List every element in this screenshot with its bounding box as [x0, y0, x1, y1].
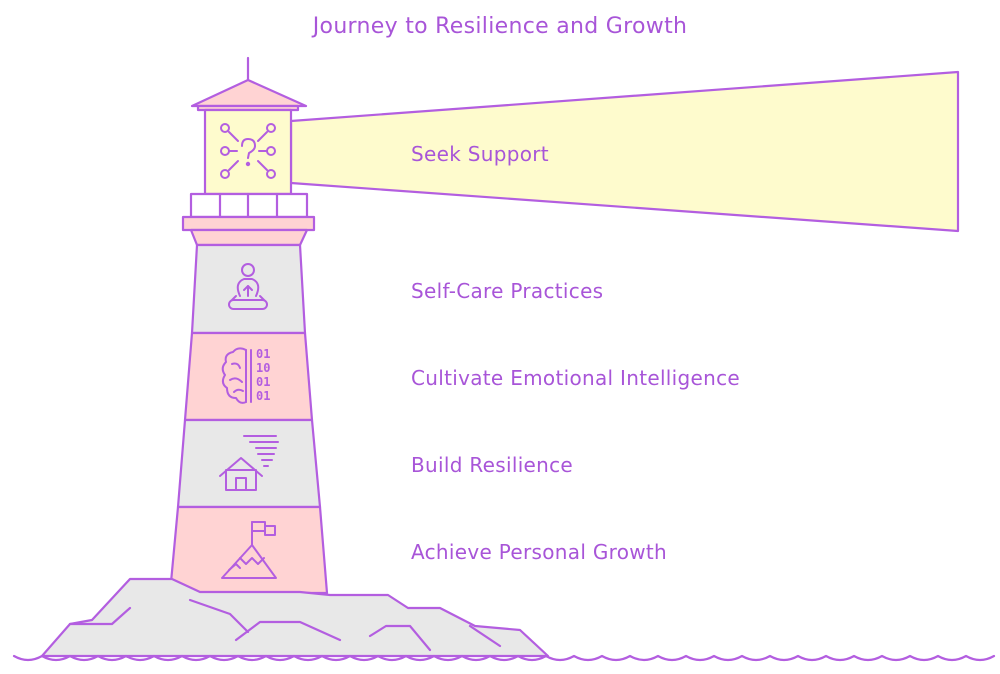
tower-neck [189, 228, 309, 247]
lighthouse-roof [190, 78, 308, 108]
sea-waves [12, 654, 996, 662]
meditation-icon [228, 263, 268, 310]
brain-binary-icon: 01 10 01 01 [221, 347, 270, 404]
mountain-flag-icon [221, 521, 277, 579]
house-storm-icon [219, 435, 279, 491]
label-cultivate-emotional-intelligence: Cultivate Emotional Intelligence [411, 366, 740, 390]
svg-text:01: 01 [256, 375, 270, 389]
diagram-title: Journey to Resilience and Growth [312, 14, 688, 39]
tower-band-emotional-intelligence [183, 331, 314, 422]
light-beam [289, 70, 960, 233]
svg-text:10: 10 [256, 361, 270, 375]
svg-text:01: 01 [256, 389, 270, 403]
rocks [40, 577, 550, 658]
network-question-icon [220, 123, 276, 179]
label-self-care-practices: Self-Care Practices [411, 279, 604, 303]
label-achieve-personal-growth: Achieve Personal Growth [411, 540, 668, 564]
gallery-deck [181, 215, 316, 232]
label-build-resilience: Build Resilience [411, 453, 574, 477]
label-seek-support: Seek Support [411, 142, 549, 166]
lantern-room [203, 108, 293, 196]
tower-band-resilience [176, 418, 322, 509]
svg-text:01: 01 [256, 347, 270, 361]
